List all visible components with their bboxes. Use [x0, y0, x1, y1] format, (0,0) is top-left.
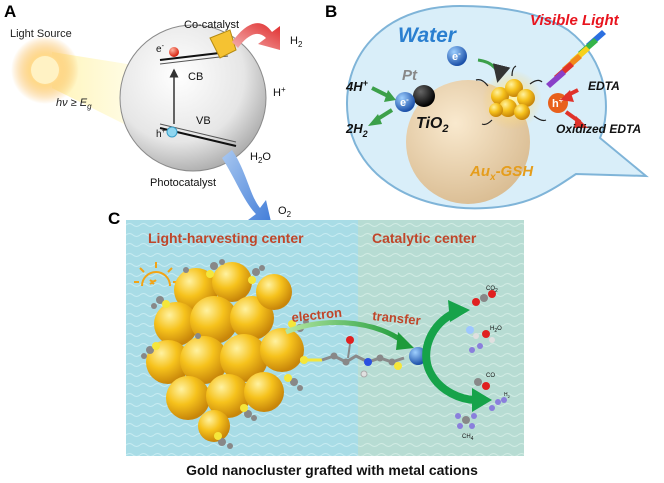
photocatalyst-label: Photocatalyst — [150, 177, 216, 189]
h2-molecule — [489, 397, 507, 411]
ch4-molecule — [455, 413, 477, 429]
sun-drawing-icon — [134, 262, 178, 287]
panel-a: A Light Source hν ≥ Eg e- h+ CB VB Co-ca… — [4, 2, 303, 226]
o2-evolution-arrow — [222, 150, 272, 226]
pt-label: Pt — [402, 67, 418, 84]
co2-label: CO2 — [486, 286, 498, 294]
hole-ball — [166, 126, 178, 138]
electron-badge-left — [395, 92, 415, 112]
tio2-label: TiO2 — [416, 115, 449, 135]
hplus-label: H+ — [273, 85, 286, 99]
catalytic-cycle-arrowhead-in — [448, 300, 470, 322]
visible-light-rays — [546, 30, 606, 88]
visible-light-label: Visible Light — [530, 12, 620, 29]
au-gsh-cluster — [475, 65, 547, 126]
panel-b-letter: B — [325, 2, 337, 21]
edta-label: EDTA — [588, 79, 620, 93]
ligand-linker — [300, 336, 405, 378]
figure-caption: Gold nanocluster grafted with metal cati… — [186, 462, 478, 478]
electron-badge-top — [447, 46, 467, 66]
vb-label: VB — [196, 115, 211, 127]
co-molecule — [474, 378, 490, 390]
panel-b: B Water Visible Light TiO2 Aux-GSH — [325, 2, 649, 210]
co2-molecule — [472, 290, 496, 306]
catalytic-texture — [358, 220, 524, 456]
electron-word: electron — [291, 305, 343, 325]
h2o-label: H2O — [490, 326, 502, 334]
proton-reduction-arrowhead-in — [384, 90, 396, 102]
electron-label: e- — [156, 43, 165, 55]
panel-c-letter: C — [108, 209, 120, 228]
catalytic-cycle-arrow — [422, 308, 477, 404]
h2-evolution-arrow — [232, 23, 280, 50]
four-h-label: 4H+ — [345, 78, 369, 94]
cocatalyst-label: Co-catalyst — [184, 19, 239, 31]
electron-transfer-curve — [285, 320, 406, 345]
photocatalyst-sphere — [119, 24, 267, 172]
water-label: Water — [398, 24, 458, 47]
catalytic-title: Catalytic center — [372, 230, 477, 246]
cb-line-2 — [159, 55, 229, 65]
edta-arrowhead-in — [560, 90, 574, 102]
light-source-label: Light Source — [10, 28, 72, 40]
electron-badge-left-label: e- — [400, 95, 409, 109]
panel-a-letter: A — [4, 2, 16, 21]
au-gsh-label: Aux-GSH — [469, 163, 534, 183]
pt-particle — [413, 85, 435, 107]
cocatalyst-block — [209, 29, 237, 59]
h2-label: H2 — [290, 35, 303, 49]
gold-nanocluster — [141, 259, 309, 449]
transfer-word: transfer — [372, 308, 422, 328]
hole-label: h+ — [156, 128, 166, 140]
hole-badge-label: h+ — [552, 96, 564, 110]
catalytic-cycle-arrowhead-out — [472, 388, 492, 412]
h2o-molecules — [466, 326, 495, 353]
electron-transfer-head — [396, 332, 414, 350]
o2-label: O2 — [278, 205, 292, 219]
h2o-label: H2O — [250, 151, 271, 165]
light-harvesting-title: Light-harvesting center — [148, 230, 304, 246]
h2-label-c: H2 — [504, 392, 511, 399]
oxidized-edta-label: Oxidized EDTA — [556, 122, 641, 136]
electron-transfer-arrow — [477, 58, 511, 83]
electron-ball — [169, 47, 179, 57]
co-label: CO — [486, 373, 495, 379]
hv-label: hν ≥ Eg — [56, 97, 92, 111]
cb-label: CB — [188, 71, 203, 83]
proton-reduction-arrow-in — [371, 86, 389, 98]
cb-line — [159, 51, 229, 61]
ch4-label: CH4 — [462, 434, 474, 442]
two-h2-label: 2H2 — [345, 121, 368, 139]
sun-icon — [31, 56, 59, 84]
proton-reduction-arrowhead-out — [368, 114, 382, 126]
edta-arrowhead-out — [574, 116, 588, 128]
electron-badge-top-label: e- — [452, 49, 461, 63]
panel-c: C Light-harvesting center Catalytic cent… — [108, 209, 524, 478]
